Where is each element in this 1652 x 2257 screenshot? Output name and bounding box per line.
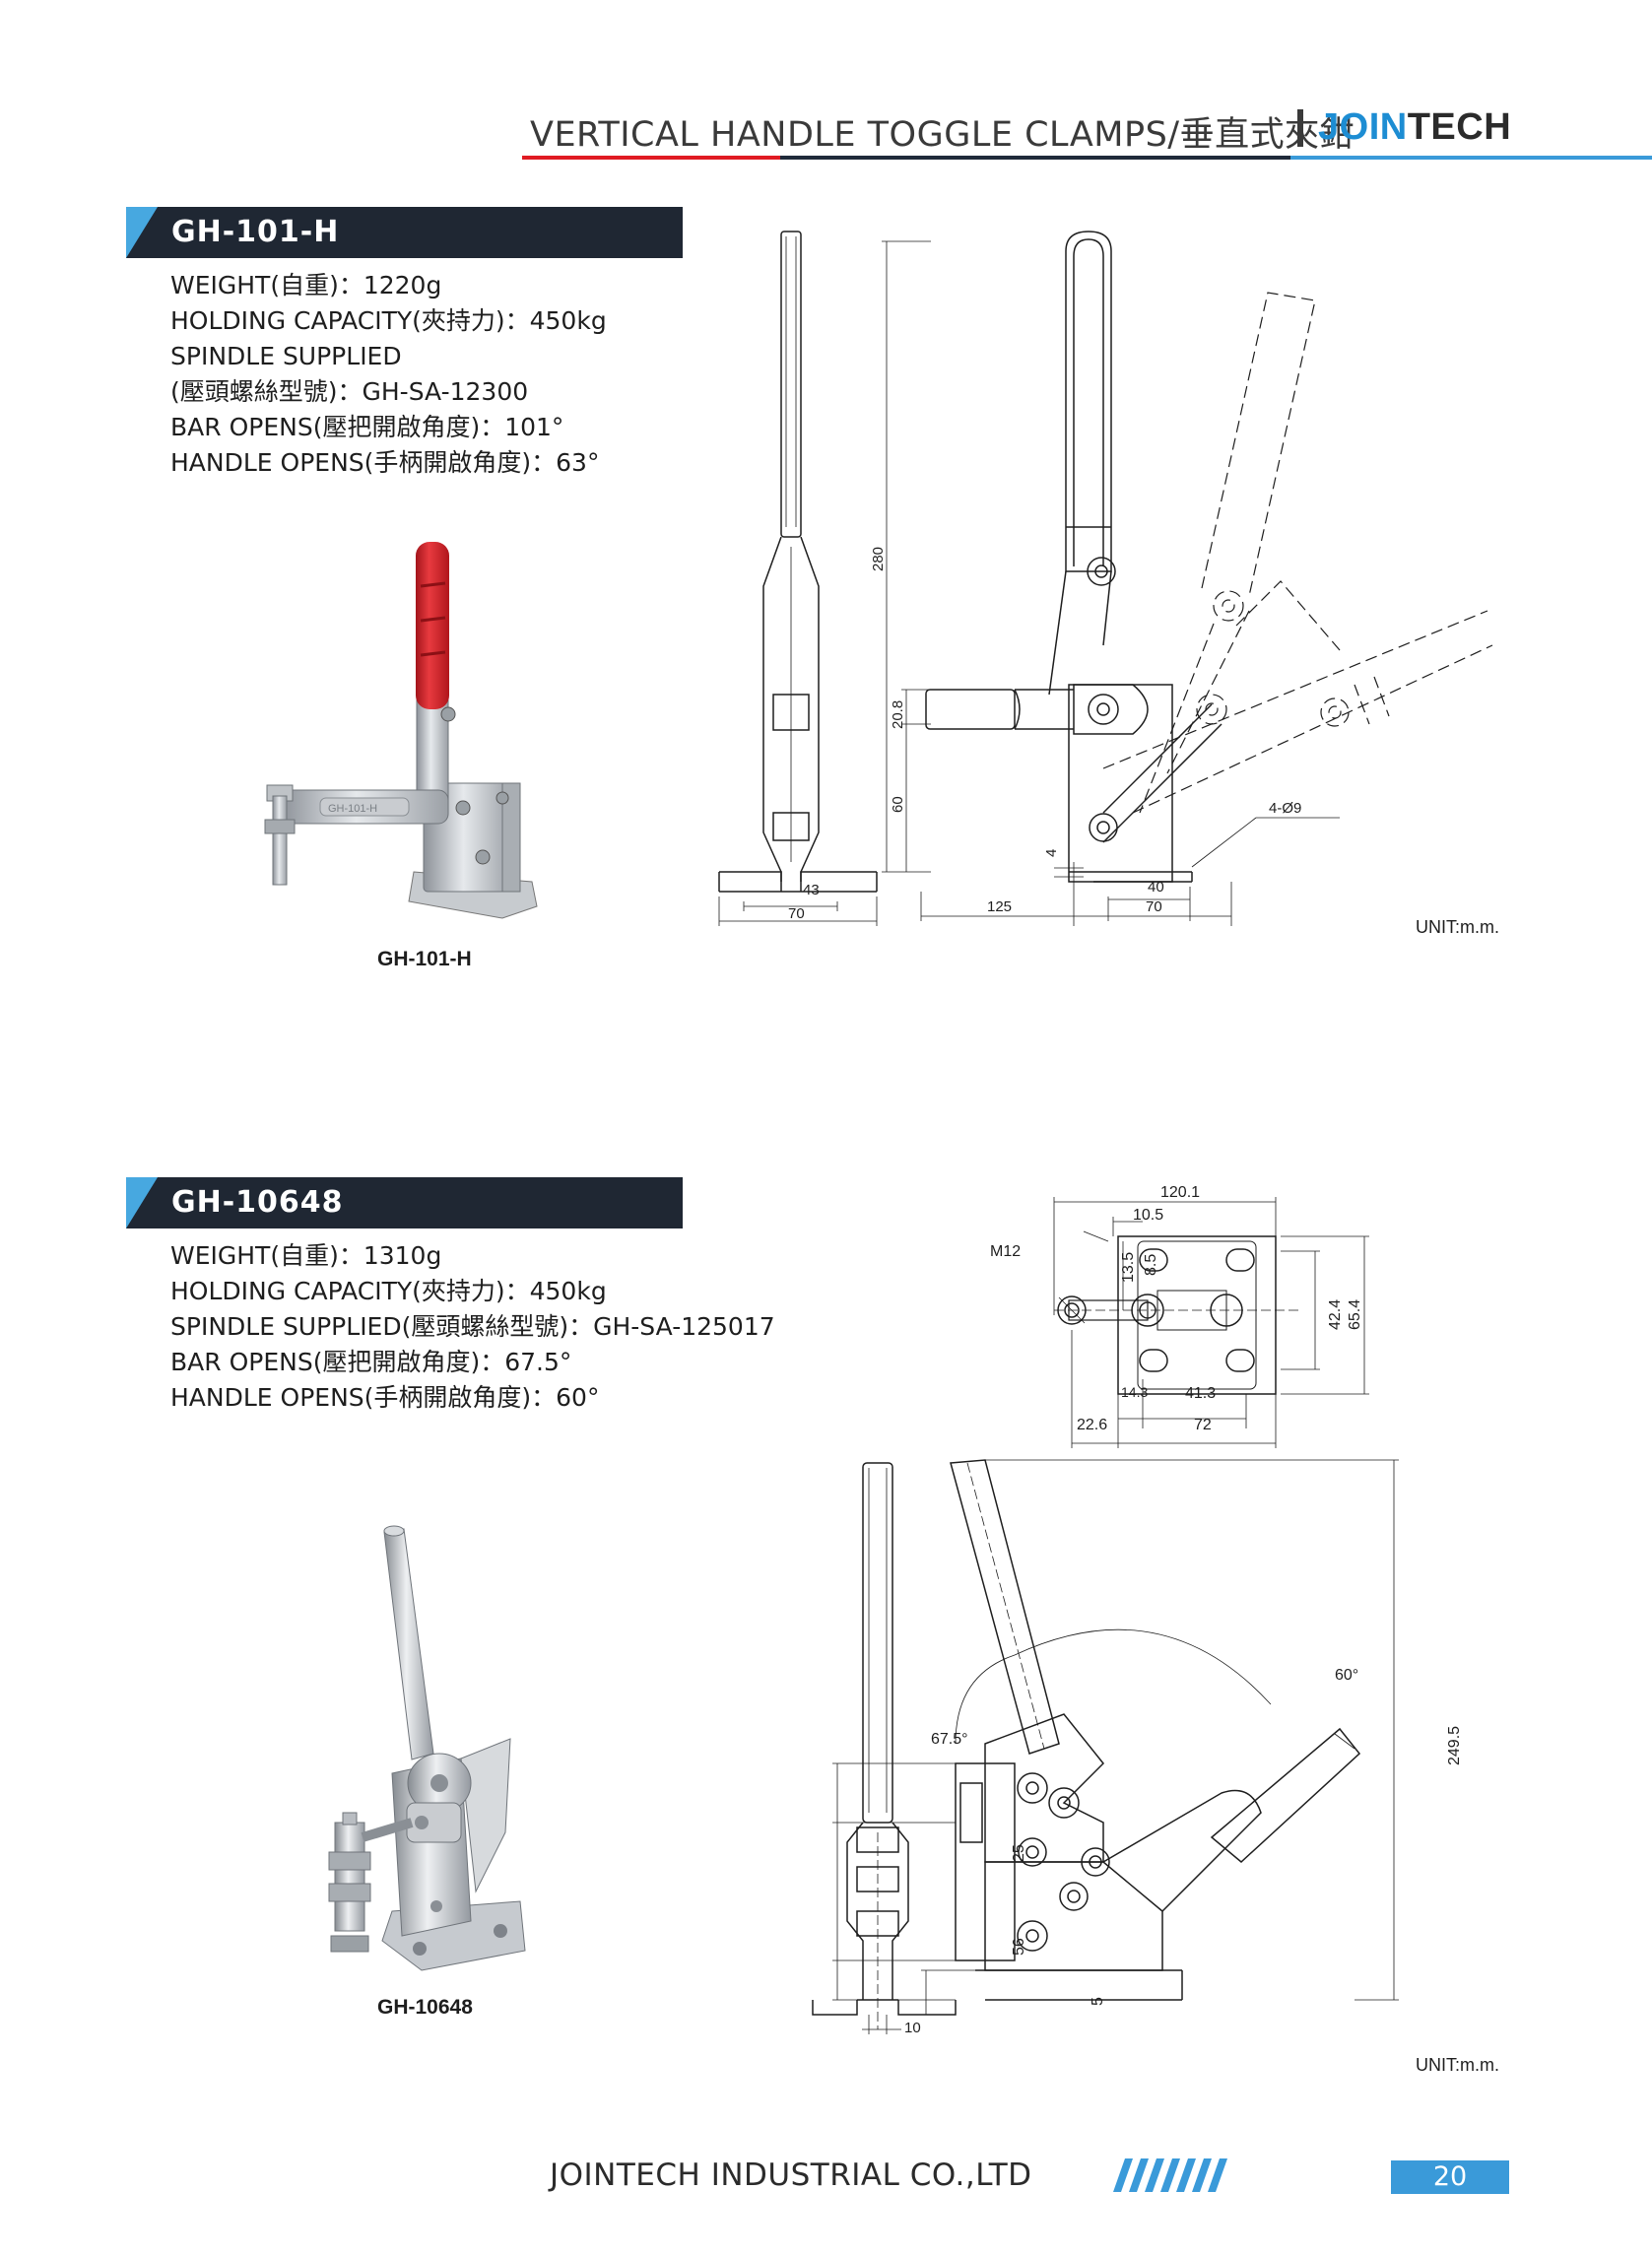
banner-accent <box>126 207 158 258</box>
front-view <box>950 1459 1361 2001</box>
dim-42-4: 42.4 <box>1327 1299 1344 1330</box>
dim-10-5: 10.5 <box>1133 1207 1163 1224</box>
dim-70-side: 70 <box>788 905 805 922</box>
banner-accent <box>126 1177 158 1228</box>
dim-41-3: 41.3 <box>1185 1385 1216 1402</box>
top-view-drawing-gh-10648: 120.1 10.5 M12 13.5 8.5 42.4 65.4 14.3 4… <box>990 1184 1369 1448</box>
dim-70-front: 70 <box>1146 898 1162 915</box>
page-header-title: VERTICAL HANDLE TOGGLE CLAMPS/垂直式夾鉗 <box>530 115 1355 155</box>
spec-weight: WEIGHT(自重)：1220g <box>170 271 442 299</box>
dim-4: 4 <box>1043 849 1060 857</box>
front-view <box>925 231 1222 883</box>
open-position-outline <box>1102 292 1493 814</box>
spec-spindle-model: (壓頭螺絲型號)：GH-SA-12300 <box>170 377 529 406</box>
technical-drawing-gh-10648: 10 60° 67.5° <box>812 1459 1463 2036</box>
top-view-dimensions <box>1053 1197 1369 1448</box>
dim-13-5: 13.5 <box>1120 1252 1137 1283</box>
dim-72: 72 <box>1194 1417 1212 1433</box>
photo-engraving: GH-101-H <box>328 803 377 815</box>
side-view <box>718 231 878 926</box>
footer-stripes-decoration <box>1113 2158 1227 2192</box>
spec-spindle-supplied: SPINDLE SUPPLIED(壓頭螺絲型號)：GH-SA-125017 <box>170 1312 775 1341</box>
model-banner-gh-101-h: GH-101-H <box>126 207 683 258</box>
spec-bar-opens: BAR OPENS(壓把開啟角度)：101° <box>170 413 564 441</box>
spec-spindle-supplied: SPINDLE SUPPLIED <box>170 342 402 370</box>
dim-280: 280 <box>870 547 887 571</box>
model-title: GH-101-H <box>171 215 340 249</box>
footer-company-name: JOINTECH INDUSTRIAL CO.,LTD <box>550 2157 1032 2193</box>
spec-handle-opens: HANDLE OPENS(手柄開啟角度)：60° <box>170 1383 600 1412</box>
dim-43: 43 <box>803 882 820 898</box>
spec-bar-opens: BAR OPENS(壓把開啟角度)：67.5° <box>170 1348 572 1376</box>
mounting-slots <box>1139 1248 1255 1372</box>
header-rule-blue <box>1290 156 1652 160</box>
dim-125: 125 <box>987 898 1012 915</box>
brand-part-2: TECH <box>1407 106 1512 148</box>
dim-holes: 4-Ø9 <box>1269 800 1301 817</box>
spec-handle-opens: HANDLE OPENS(手柄開啟角度)：63° <box>170 448 600 477</box>
dim-m12: M12 <box>990 1243 1021 1260</box>
spec-weight: WEIGHT(自重)：1310g <box>170 1241 442 1270</box>
angle-60: 60° <box>1335 1667 1358 1684</box>
page-number: 20 <box>1391 2160 1509 2194</box>
dim-249-5: 249.5 <box>1446 1726 1463 1765</box>
photo-caption: GH-10648 <box>377 1996 473 2019</box>
dim-56: 56 <box>1011 1938 1027 1956</box>
dim-120-1: 120.1 <box>1160 1184 1200 1201</box>
dim-5: 5 <box>1090 1997 1106 2006</box>
unit-label: UNIT:m.m. <box>1416 917 1499 937</box>
model-banner-gh-10648: GH-10648 <box>126 1177 683 1228</box>
spec-list-gh-101-h: WEIGHT(自重)：1220g HOLDING CAPACITY(夾持力)：4… <box>170 268 607 481</box>
header-separator <box>1297 109 1303 147</box>
dim-60: 60 <box>890 796 906 813</box>
vertical-dimensions <box>882 240 931 873</box>
front-dimensions <box>920 817 1340 926</box>
header-rule-dark <box>780 156 1290 160</box>
dim-22-6: 22.6 <box>1077 1417 1107 1433</box>
spec-holding-capacity: HOLDING CAPACITY(夾持力)：450kg <box>170 1277 607 1305</box>
dim-40: 40 <box>1148 879 1164 896</box>
front-dimensions <box>832 1459 1399 2015</box>
unit-label: UNIT:m.m. <box>1416 2055 1499 2075</box>
dim-14-3: 14.3 <box>1121 1384 1148 1400</box>
dim-65-4: 65.4 <box>1347 1299 1363 1330</box>
angle-67-5: 67.5° <box>931 1731 968 1748</box>
dim-8-5: 8.5 <box>1143 1254 1159 1276</box>
photo-caption: GH-101-H <box>377 948 472 970</box>
header-rule-red <box>522 156 780 160</box>
side-view <box>812 1462 957 2034</box>
spec-holding-capacity: HOLDING CAPACITY(夾持力)：450kg <box>170 306 607 335</box>
dim-10: 10 <box>904 2020 921 2036</box>
dim-25: 25 <box>1011 1844 1027 1862</box>
product-photo-gh-10648 <box>328 1525 526 1971</box>
brand-part-1: JOIN <box>1318 106 1408 148</box>
product-photo-gh-101-h: GH-101-H <box>264 542 538 919</box>
dim-20-8: 20.8 <box>890 700 906 729</box>
brand-logo: JOINTECH <box>1318 106 1511 149</box>
spec-list-gh-10648: WEIGHT(自重)：1310g HOLDING CAPACITY(夾持力)：4… <box>170 1238 775 1416</box>
model-title: GH-10648 <box>171 1185 344 1220</box>
technical-drawing-gh-101-h: 43 70 280 20.8 60 <box>718 231 1493 926</box>
